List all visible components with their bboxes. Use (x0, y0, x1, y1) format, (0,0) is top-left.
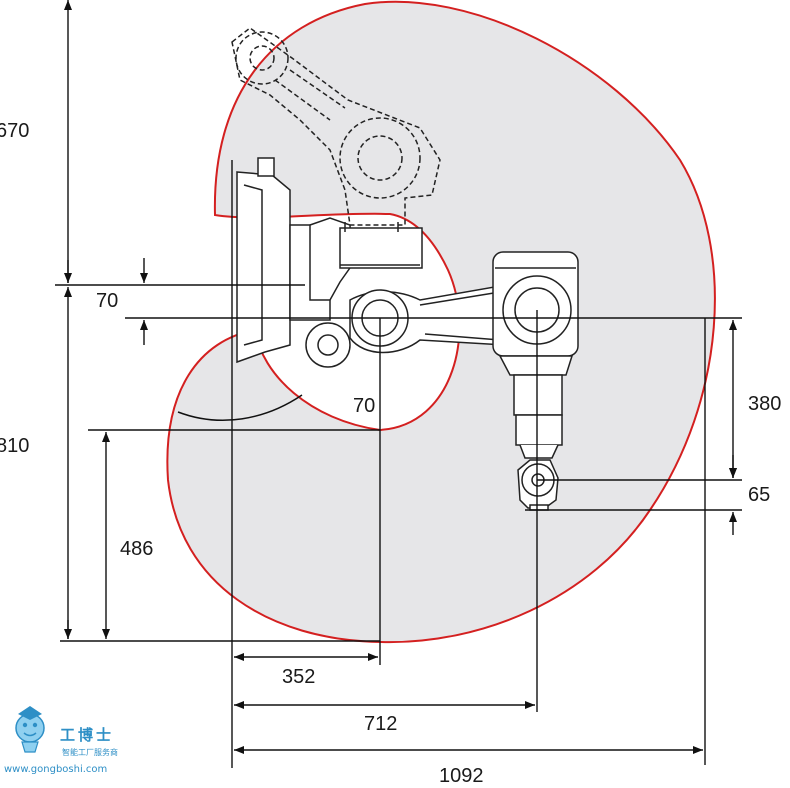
watermark-brand: 工博士 (60, 726, 114, 744)
dim-label-lower-height: 486 (120, 538, 153, 560)
base-rotation-arc (177, 394, 303, 422)
dim-label-total-height: 810 (0, 435, 29, 457)
working-envelope (166, 0, 716, 644)
dimension-lines (55, 0, 742, 768)
robot-arm-raised-position (231, 27, 441, 226)
watermark-url: www.gongboshi.com (4, 764, 107, 775)
dim-label-offset-lower: 70 (353, 395, 375, 417)
watermark-logo (15, 706, 45, 753)
robot-upper-arm (349, 285, 526, 354)
robot-shoulder (305, 217, 423, 368)
dim-label-top-height: 670 (0, 120, 29, 142)
dim-label-reach-inner: 352 (282, 666, 315, 688)
dim-label-flange-offset: 65 (748, 484, 770, 506)
dim-label-offset-upper: 70 (96, 290, 118, 312)
dim-label-reach-mid: 712 (364, 713, 397, 735)
dim-label-reach-outer: 1092 (439, 765, 484, 787)
dim-label-wrist-height: 380 (748, 393, 781, 415)
watermark-tagline: 智能工厂服务商 (62, 747, 118, 757)
